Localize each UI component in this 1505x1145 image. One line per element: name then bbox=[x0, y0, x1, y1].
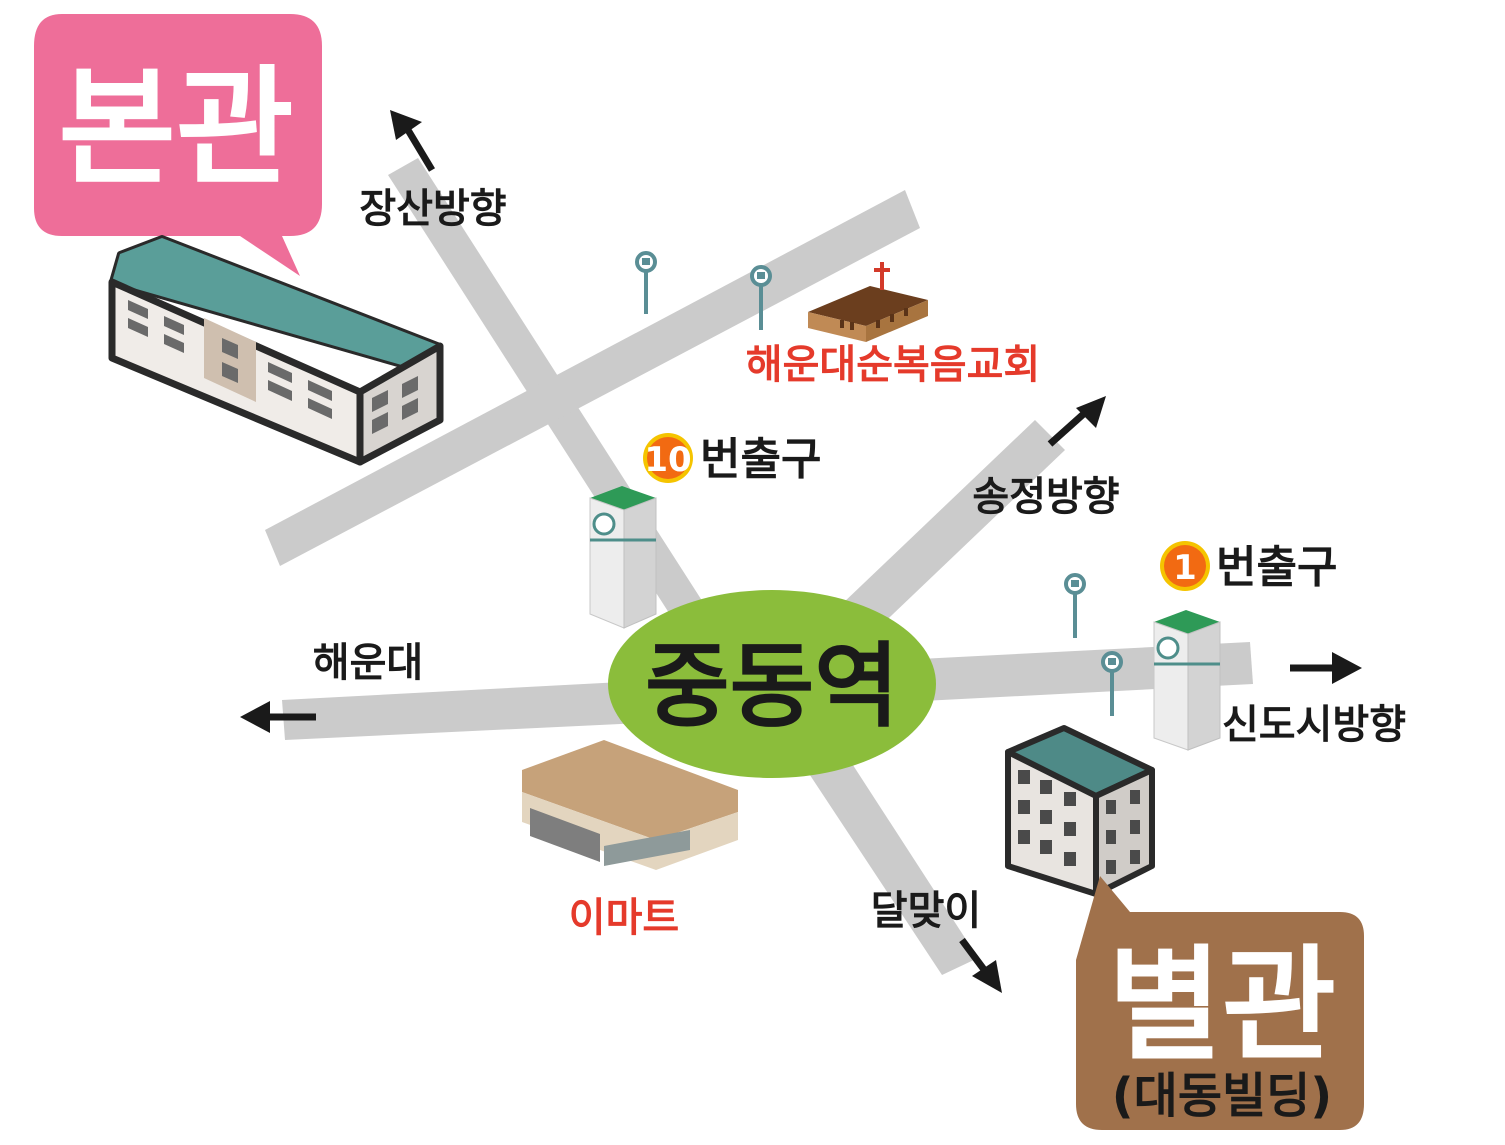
road-dalmaji bbox=[800, 742, 978, 975]
main-building-title: 본관 bbox=[58, 54, 294, 203]
exit-1: 1 번출구 bbox=[1153, 541, 1337, 751]
direction-jangsan: 장산방향 bbox=[359, 186, 506, 232]
direction-haeundae: 해운대 bbox=[313, 640, 423, 686]
exit-10-label: 번출구 bbox=[700, 434, 821, 485]
emart-building bbox=[522, 740, 738, 870]
annex-building-title: 별관 bbox=[1108, 934, 1336, 1078]
station: 중동역 bbox=[608, 590, 936, 778]
exit-10-number: 10 bbox=[644, 440, 691, 480]
building-icon bbox=[1005, 725, 1155, 897]
direction-labels: 장산방향 송정방향 해운대 신도시방향 달맞이 bbox=[313, 186, 1406, 934]
station-name: 중동역 bbox=[645, 633, 899, 740]
emart-label: 이마트 bbox=[569, 895, 679, 941]
road-songjeong bbox=[820, 420, 1065, 655]
annex-callout-bubble bbox=[1076, 876, 1364, 1130]
arrow-icon bbox=[1290, 652, 1362, 684]
bus-stop-icon bbox=[635, 251, 657, 314]
station-marker bbox=[608, 590, 936, 778]
annex-building-subtitle: (대동빌딩) bbox=[1112, 1068, 1333, 1124]
direction-songjeong: 송정방향 bbox=[972, 474, 1119, 520]
bus-stops bbox=[635, 251, 1123, 716]
arrow-icon bbox=[1047, 396, 1106, 447]
arrow-icon bbox=[240, 701, 316, 733]
road-haeundae bbox=[282, 680, 662, 740]
main-callout-bubble bbox=[34, 14, 322, 276]
bus-stop-icon bbox=[1064, 573, 1086, 638]
main-building: 본관 bbox=[34, 14, 444, 466]
subway-exit-icon bbox=[1153, 610, 1221, 751]
church-icon bbox=[808, 262, 928, 342]
exit-10: 10 번출구 bbox=[589, 433, 821, 629]
subway-exit-icon bbox=[589, 486, 657, 629]
church-label: 해운대순복음교회 bbox=[746, 342, 1040, 388]
direction-sindosi: 신도시방향 bbox=[1222, 702, 1406, 748]
exit-1-label: 번출구 bbox=[1216, 542, 1337, 593]
bus-stop-icon bbox=[750, 265, 772, 330]
exit-1-number: 1 bbox=[1173, 548, 1197, 588]
arrows bbox=[240, 110, 1362, 993]
arrow-icon bbox=[390, 110, 436, 172]
bus-stop-icon bbox=[1101, 651, 1123, 716]
arrow-icon bbox=[959, 937, 1002, 993]
direction-dalmaji: 달맞이 bbox=[871, 888, 981, 934]
annex-building: 별관 (대동빌딩) bbox=[1005, 725, 1364, 1130]
building-icon bbox=[108, 235, 444, 466]
road-jangsan bbox=[388, 158, 785, 747]
